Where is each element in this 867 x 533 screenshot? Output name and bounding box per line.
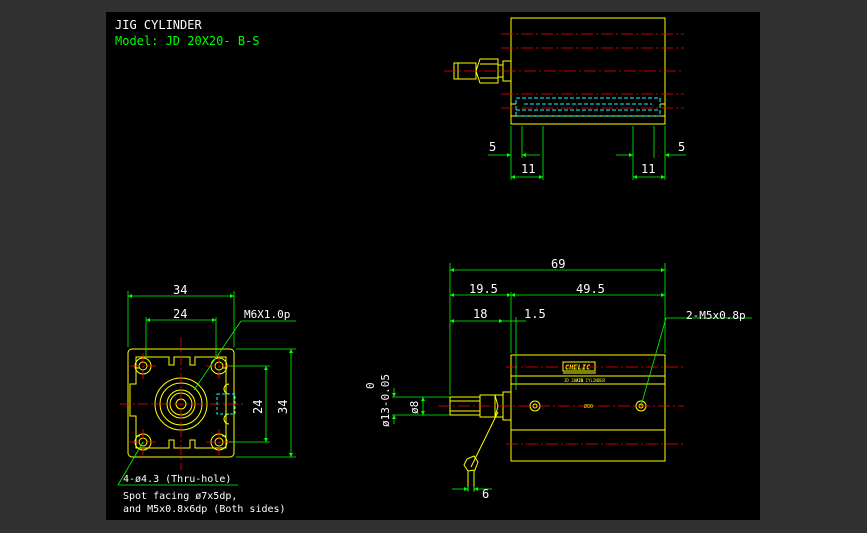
end-dim-outer-width: 34: [173, 283, 187, 297]
end-dim-inner-width: 24: [173, 307, 187, 321]
wrench-detail: [463, 455, 479, 472]
thread-callout: M6X1.0p: [244, 308, 290, 321]
cad-drawing: 5 11 11 5: [117, 17, 752, 515]
drawing-viewport[interactable]: JIG CYLINDER Model: JD 20X20- B-S: [106, 12, 760, 520]
dim-rod-extension: 18: [473, 307, 487, 321]
dim-rod-section: 19.5: [469, 282, 498, 296]
dim-body-length: 49.5: [576, 282, 605, 296]
body-center-mark: Ø00: [584, 403, 593, 410]
side-dimensions: [392, 263, 752, 492]
hole-callout: 4-ø4.3 (Thru-hole): [123, 474, 231, 485]
dim-bore-zero: 0: [364, 382, 377, 389]
top-dim-right-width: 11: [641, 162, 655, 176]
spot-facing-line1: Spot facing ø7x5dp,: [123, 491, 237, 502]
model-label: Model: JD 20X20- B-S: [115, 34, 260, 48]
nameplate-line1: JD 20X20: [564, 378, 584, 383]
nameplate-line2: AIR CYLINDER: [576, 378, 605, 383]
top-view: 5 11 11 5: [444, 17, 686, 180]
top-rod-nut: [475, 58, 499, 84]
nameplate-brand: CHELIC: [565, 364, 591, 372]
side-centerlines: [438, 366, 684, 445]
port-callout: 2-M5x0.8p: [686, 309, 746, 322]
end-outer-body: [127, 348, 235, 458]
top-centerlines: [444, 33, 684, 109]
top-dim-left-width: 11: [521, 162, 535, 176]
top-hidden-rails: [515, 97, 661, 117]
dim-total-length: 69: [551, 257, 565, 271]
spot-facing-line2: and M5x0.8x6dp (Both sides): [123, 504, 286, 515]
end-view: 34 24 M6X1.0p 24 34 4-ø4.3 (Thru-hole) S…: [117, 283, 296, 515]
top-dimensions: [488, 126, 686, 180]
dim-bore-tol: ø13-0.05: [379, 374, 392, 427]
top-dim-left-offset: 5: [489, 140, 496, 154]
nameplate: [562, 361, 596, 372]
side-view: CHELIC JD 20X20 AIR CYLINDER Ø00: [364, 257, 752, 501]
drawing-title: JIG CYLINDER: [115, 18, 202, 32]
top-dim-right-offset: 5: [678, 140, 685, 154]
end-dimensions: [117, 291, 296, 486]
dim-gap: 1.5: [524, 307, 546, 321]
dim-wrench-flat: 6: [482, 487, 489, 501]
end-dim-outer-height: 34: [276, 400, 290, 414]
end-dim-inner-height: 24: [251, 400, 265, 414]
end-inner-profile: [129, 356, 227, 449]
dim-rod-dia: ø8: [408, 401, 421, 414]
